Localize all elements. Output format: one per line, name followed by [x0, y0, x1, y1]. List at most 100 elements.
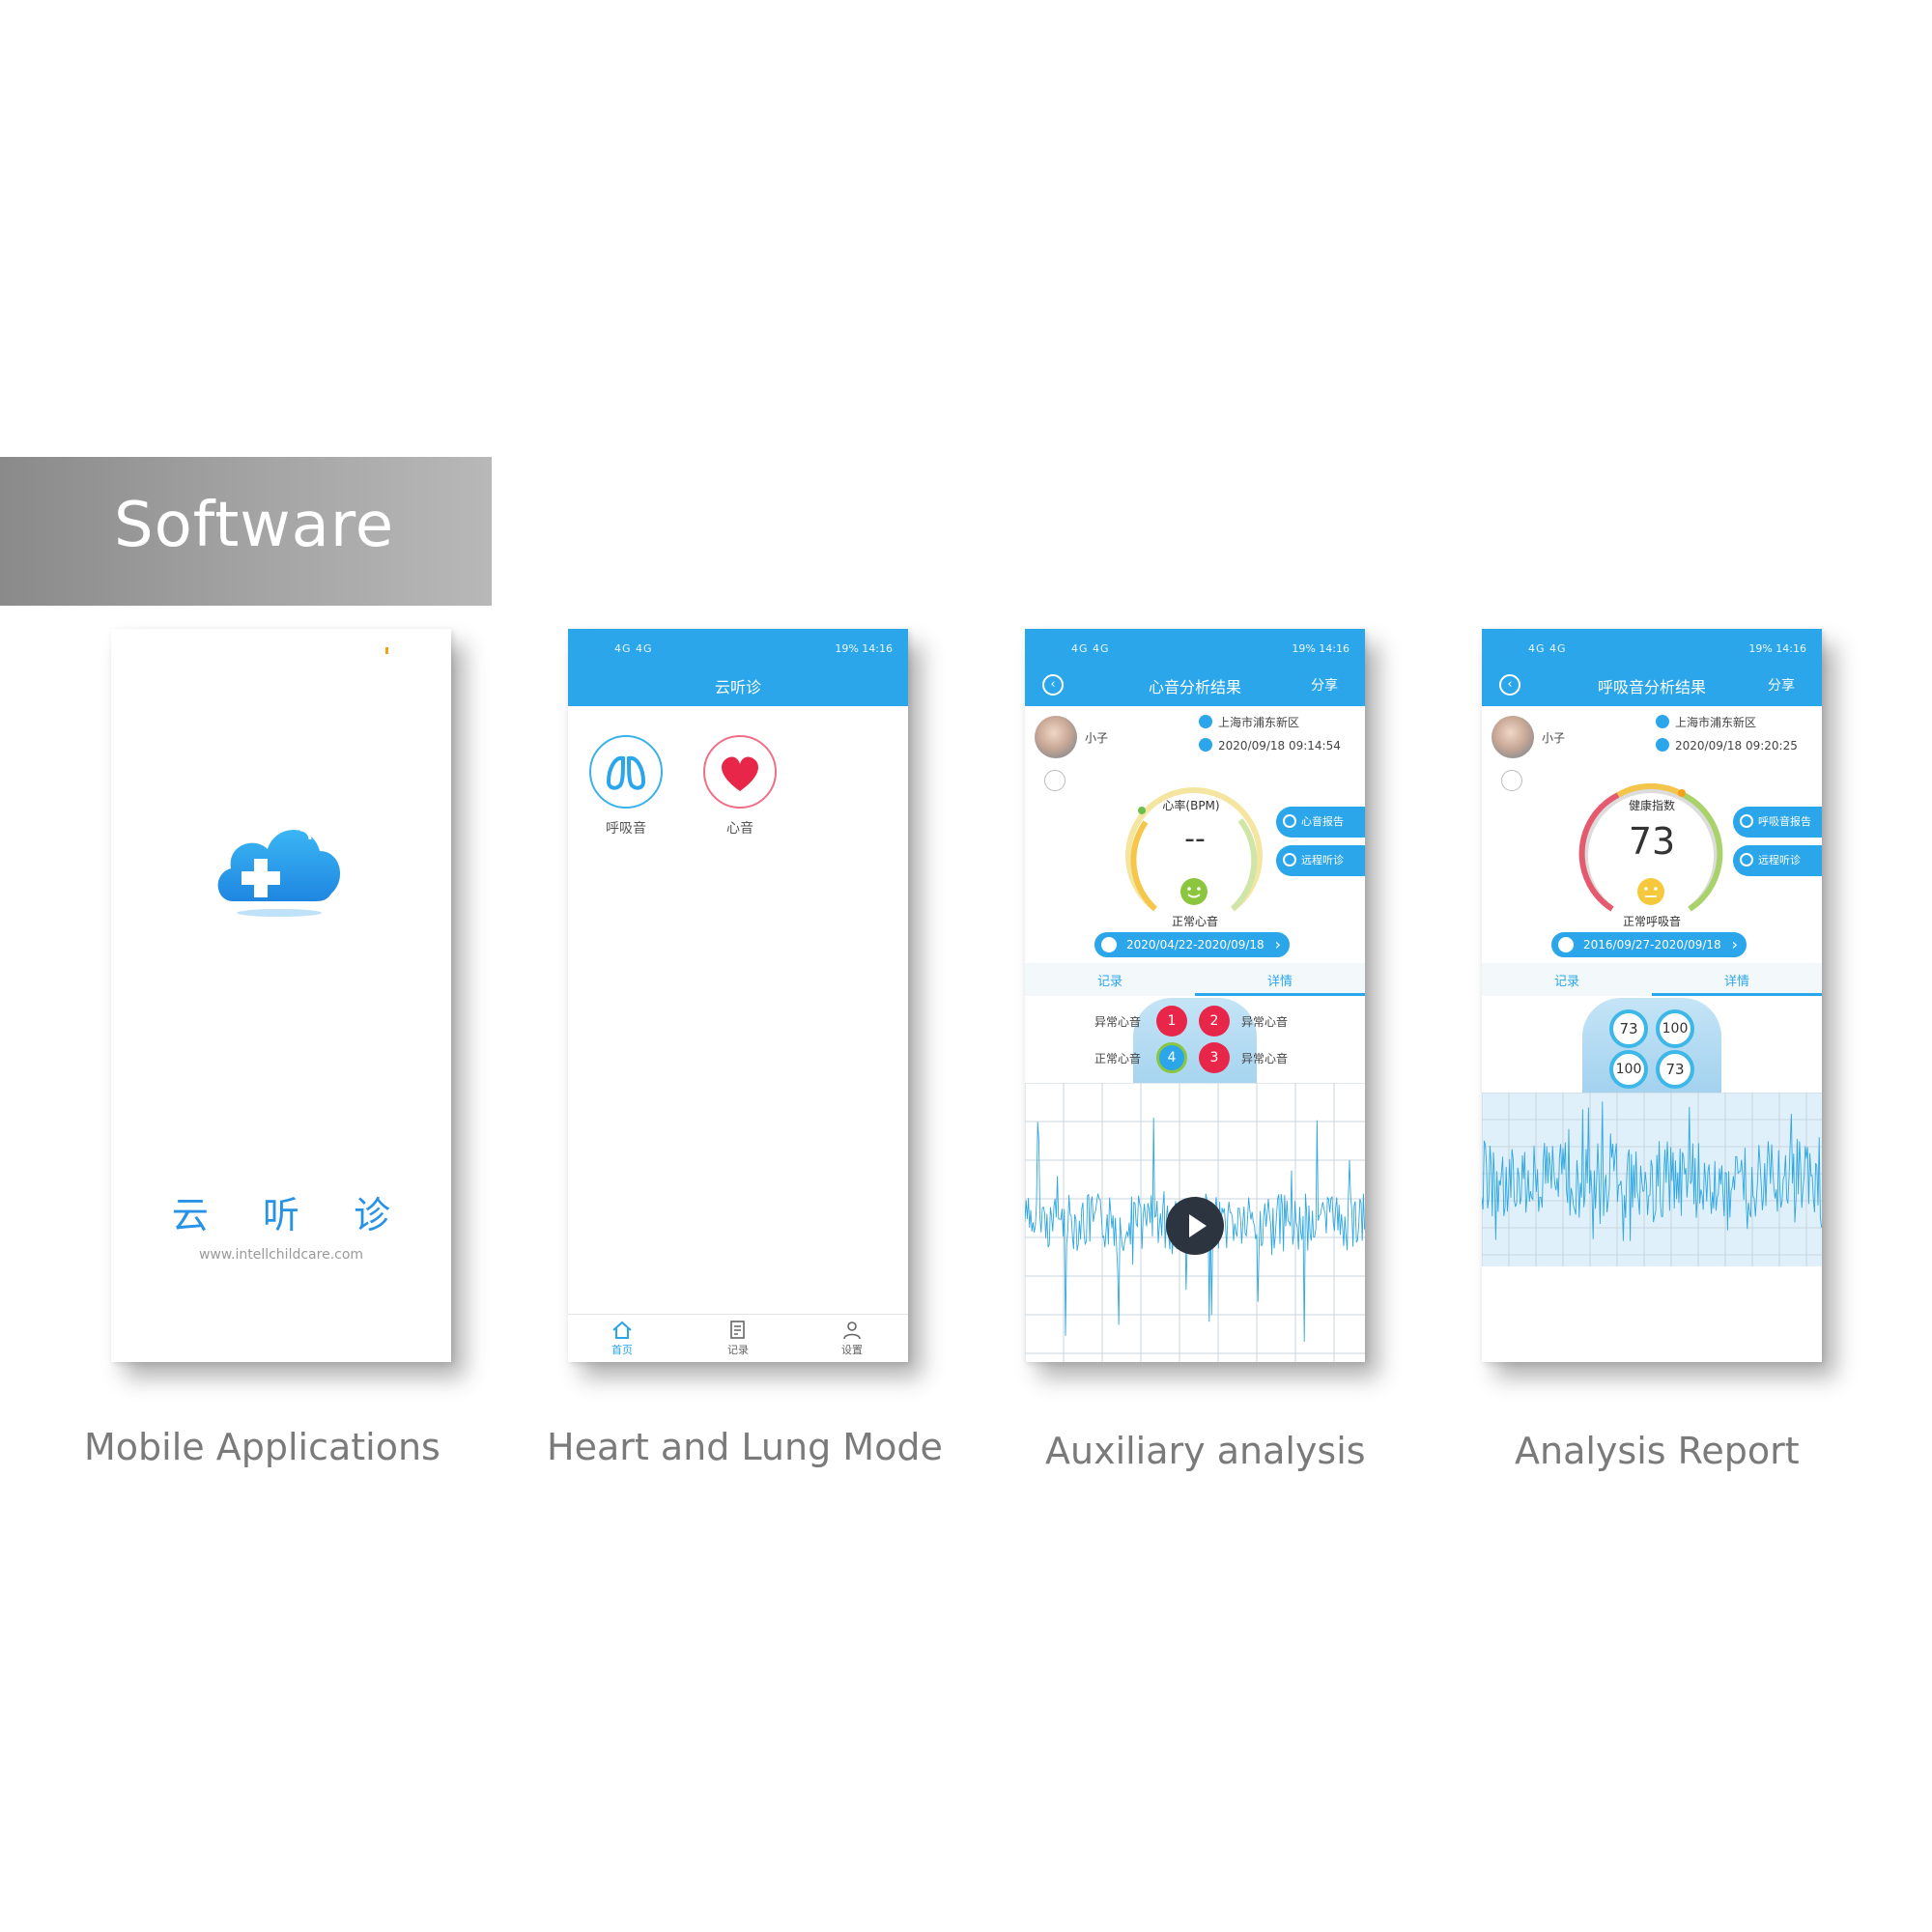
back-button[interactable]: ‹: [1499, 674, 1520, 696]
date-range-selector[interactable]: 2020/04/22-2020/09/18: [1094, 932, 1290, 957]
avatar: [1035, 716, 1077, 758]
share-button[interactable]: 分享: [1311, 678, 1338, 694]
tab-settings-label: 设置: [841, 1344, 863, 1356]
app-url: www.intellchildcare.com: [198, 1247, 364, 1263]
battery-time: 19% 14:16: [1748, 642, 1806, 655]
tab-records[interactable]: 记录: [1553, 975, 1579, 989]
home-icon: [612, 1321, 632, 1339]
waveform-trace: [1482, 1101, 1822, 1241]
status-dot: [385, 647, 388, 654]
remote-auscultation-button[interactable]: 远程听诊: [1733, 845, 1822, 876]
tab-underline: [1195, 993, 1365, 996]
tab-home-label: 首页: [611, 1344, 633, 1356]
point-score[interactable]: 73: [1609, 1009, 1648, 1048]
status-bar: 4G 4G 19% 14:16: [1025, 642, 1365, 658]
mode-breath-button[interactable]: 呼吸音: [587, 735, 665, 838]
status-bar: 4G 4G 19% 14:16: [1482, 642, 1822, 658]
heart-icon: [703, 735, 777, 809]
heart-report-button[interactable]: 心音报告: [1276, 807, 1365, 838]
point-label: 正常心音: [1094, 1052, 1142, 1065]
caption-mobile-applications: Mobile Applications: [84, 1426, 440, 1468]
tab-home[interactable]: 首页: [583, 1319, 661, 1357]
health-index-gauge: [1578, 782, 1723, 912]
point-badge[interactable]: 3: [1199, 1042, 1230, 1073]
phone-heart-analysis: 4G 4G 19% 14:16 ‹ 心音分析结果 分享 小子 上海市浦东新区 2…: [1025, 629, 1365, 1362]
cloud-plus-logo-icon: [217, 812, 341, 917]
section-title: Software: [114, 490, 395, 561]
user-name: 小子: [1085, 731, 1109, 745]
back-button[interactable]: ‹: [1042, 674, 1064, 696]
point-label: 异常心音: [1241, 1015, 1289, 1029]
point-score[interactable]: 100: [1656, 1009, 1694, 1048]
page-title: 云听诊: [714, 678, 761, 696]
tab-records[interactable]: 记录: [699, 1319, 777, 1357]
tab-records[interactable]: 记录: [1096, 975, 1122, 989]
phone-splash-screen: 云 听 诊 www.intellchildcare.com: [111, 629, 451, 1362]
lungs-icon: [589, 735, 663, 809]
breath-sound-waveform: [1482, 1093, 1822, 1266]
gauge-label: 心率(BPM): [1162, 799, 1220, 812]
point-label: 异常心音: [1094, 1015, 1142, 1029]
page-title: 心音分析结果: [1148, 678, 1241, 696]
tab-records-label: 记录: [727, 1344, 749, 1356]
trash-icon[interactable]: [1501, 770, 1522, 791]
status-text: 正常心音: [1171, 915, 1218, 928]
app-brand-name: 云 听 诊: [171, 1194, 412, 1236]
phone-breath-analysis: 4G 4G 19% 14:16 ‹ 呼吸音分析结果 分享 小子 上海市浦东新区 …: [1482, 629, 1822, 1362]
mode-heart-button[interactable]: 心音: [701, 735, 779, 838]
point-badge[interactable]: 1: [1156, 1006, 1187, 1037]
user-icon: [843, 1321, 861, 1340]
caption-auxiliary-analysis: Auxiliary analysis: [1045, 1430, 1366, 1472]
caption-heart-lung-mode: Heart and Lung Mode: [547, 1426, 943, 1468]
mode-heart-label: 心音: [726, 821, 753, 837]
datetime-row: 2020/09/18 09:20:25: [1656, 738, 1798, 753]
mode-breath-label: 呼吸音: [606, 821, 646, 837]
bottom-tab-bar: 首页 记录 设置: [568, 1314, 908, 1362]
breath-report-button[interactable]: 呼吸音报告: [1733, 807, 1822, 838]
signal-indicator: 4G 4G: [1071, 642, 1110, 655]
location-pin-icon: [1656, 715, 1669, 728]
detail-tabs: 记录 详情: [1482, 963, 1822, 996]
app-header: 4G 4G 19% 14:16 ‹ 心音分析结果 分享: [1025, 629, 1365, 706]
app-header: 4G 4G 19% 14:16 云听诊: [568, 629, 908, 706]
body-silhouette: [1582, 998, 1721, 1104]
date-range-selector[interactable]: 2016/09/27-2020/09/18: [1551, 932, 1747, 957]
point-badge[interactable]: 2: [1199, 1006, 1230, 1037]
app-header: 4G 4G 19% 14:16 ‹ 呼吸音分析结果 分享: [1482, 629, 1822, 706]
battery-time: 19% 14:16: [835, 642, 893, 655]
point-score[interactable]: 73: [1656, 1050, 1694, 1089]
clock-icon: [1199, 738, 1212, 752]
tab-settings[interactable]: 设置: [813, 1319, 891, 1357]
datetime-row: 2020/09/18 09:14:54: [1199, 738, 1341, 753]
location-pin-icon: [1199, 715, 1212, 728]
caption-analysis-report: Analysis Report: [1515, 1430, 1800, 1472]
gauge-label: 健康指数: [1628, 799, 1675, 812]
signal-indicator: 4G 4G: [1528, 642, 1567, 655]
section-banner: Software: [0, 457, 492, 606]
point-badge[interactable]: 4: [1156, 1042, 1187, 1073]
location-text: 上海市浦东新区: [1675, 716, 1757, 729]
point-score[interactable]: 100: [1609, 1050, 1648, 1089]
clock-icon: [1656, 738, 1669, 752]
user-name: 小子: [1542, 731, 1566, 745]
trash-icon[interactable]: [1044, 770, 1065, 791]
location-row: 上海市浦东新区: [1656, 714, 1756, 730]
status-text: 正常呼吸音: [1622, 915, 1681, 928]
signal-indicator: 4G 4G: [614, 642, 653, 655]
remote-auscultation-button[interactable]: 远程听诊: [1276, 845, 1365, 876]
share-button[interactable]: 分享: [1768, 678, 1795, 694]
tab-details[interactable]: 详情: [1266, 975, 1293, 989]
avatar: [1492, 716, 1534, 758]
phone-mode-select: 4G 4G 19% 14:16 云听诊 呼吸音 心音 首页: [568, 629, 908, 1362]
gauge-value: 73: [1628, 820, 1676, 863]
gauge-value: --: [1184, 822, 1206, 856]
point-label: 异常心音: [1241, 1052, 1289, 1065]
records-icon: [730, 1321, 745, 1339]
tab-underline: [1652, 993, 1822, 996]
location-row: 上海市浦东新区: [1199, 714, 1299, 730]
play-button[interactable]: [1166, 1197, 1224, 1255]
datetime-text: 2020/09/18 09:20:25: [1675, 739, 1798, 753]
detail-tabs: 记录 详情: [1025, 963, 1365, 996]
datetime-text: 2020/09/18 09:14:54: [1218, 739, 1341, 753]
tab-details[interactable]: 详情: [1723, 975, 1749, 989]
